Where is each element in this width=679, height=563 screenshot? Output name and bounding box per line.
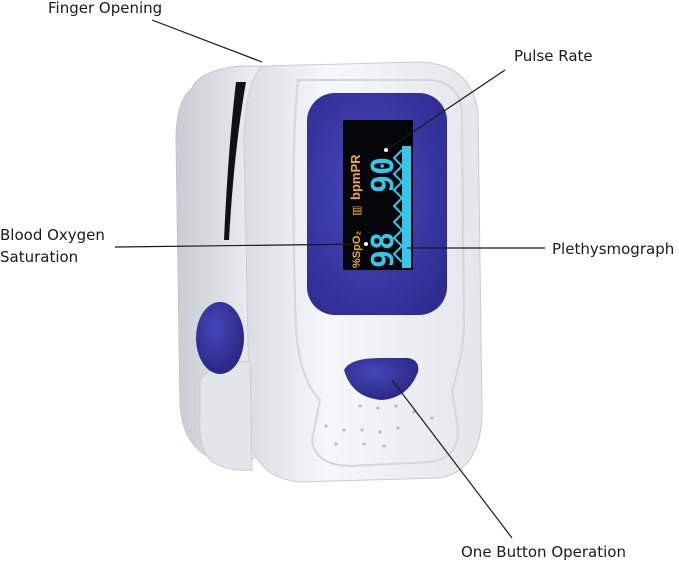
label-one-button: One Button Operation [461,543,626,561]
device-lower-body [199,361,253,471]
leader-one-button [391,379,513,539]
spo2-marker [364,242,368,246]
label-plethysmograph: Plethysmograph [552,240,675,258]
side-grip-knob [196,302,244,374]
front-recess-outline [292,79,466,468]
spo2-label: %SpO₂ [351,231,363,268]
spo2-value: 98 [366,232,401,268]
label-blood-oxygen-line1: Blood Oxygen [0,226,105,244]
plethysmograph-bar [402,146,411,268]
battery-icon: ▥ [350,206,363,216]
leader-pulse-rate [385,69,506,151]
finger-opening-slit [224,82,246,240]
leader-lines [114,19,545,539]
plethysmograph-wave [392,149,404,263]
pr-label: bpmPR [348,154,363,200]
label-finger-opening: Finger Opening [48,0,163,17]
leader-blood-oxygen [114,243,367,248]
pr-value: 90 [366,157,401,193]
grip-dots [324,404,434,448]
label-pulse-rate: Pulse Rate [514,47,593,65]
label-blood-oxygen-line2: Saturation [0,248,79,266]
leader-finger-opening [151,19,263,63]
pulse-rate-marker [384,148,388,152]
